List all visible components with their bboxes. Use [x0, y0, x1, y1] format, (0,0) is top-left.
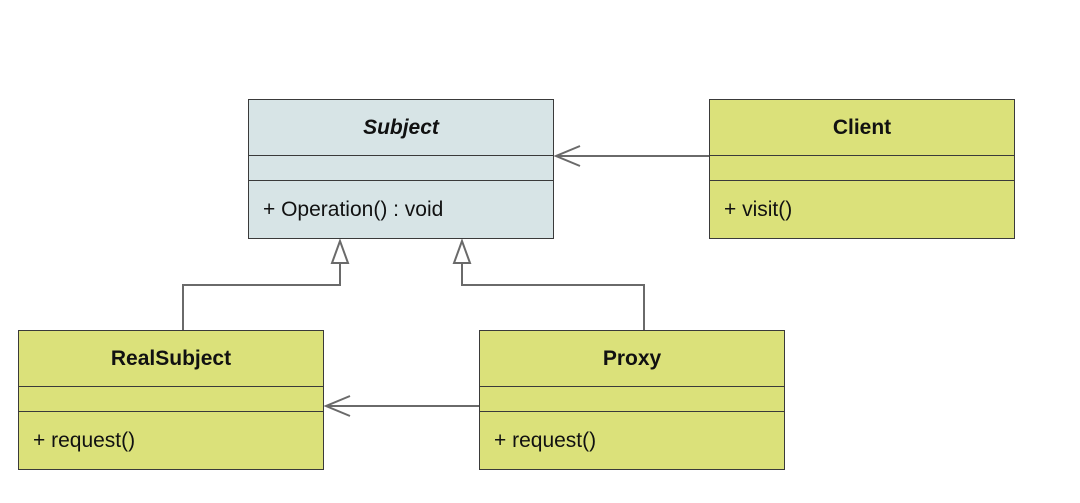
generalization-line	[182, 263, 341, 330]
hollow-triangle-arrowhead	[452, 238, 472, 264]
generalization-line	[461, 263, 645, 330]
class-name-proxy: Proxy	[480, 331, 784, 387]
association-client-subject	[553, 145, 709, 167]
operation-realsubject: + request()	[33, 428, 136, 452]
class-box-realsubject[interactable]: RealSubject + request()	[18, 330, 324, 470]
class-box-client[interactable]: Client + visit()	[709, 99, 1015, 239]
class-name-realsubject: RealSubject	[19, 331, 323, 387]
class-box-proxy[interactable]: Proxy + request()	[479, 330, 785, 470]
class-box-subject[interactable]: Subject + Operation() : void	[248, 99, 554, 239]
operation-client: + visit()	[724, 197, 793, 221]
attributes-compartment-client	[710, 156, 1014, 181]
attributes-compartment-realsubject	[19, 387, 323, 412]
class-name-subject: Subject	[249, 100, 553, 156]
attributes-compartment-subject	[249, 156, 553, 181]
operation-subject: + Operation() : void	[263, 197, 444, 221]
hollow-triangle-arrowhead	[330, 238, 350, 264]
association-proxy-realsubject	[323, 395, 479, 417]
open-arrowhead	[323, 395, 351, 417]
class-name-client: Client	[710, 100, 1014, 156]
attributes-compartment-proxy	[480, 387, 784, 412]
open-arrowhead	[553, 145, 581, 167]
generalization-proxy-subject	[452, 238, 645, 330]
operation-proxy: + request()	[494, 428, 597, 452]
generalization-realsubject-subject	[182, 238, 350, 330]
